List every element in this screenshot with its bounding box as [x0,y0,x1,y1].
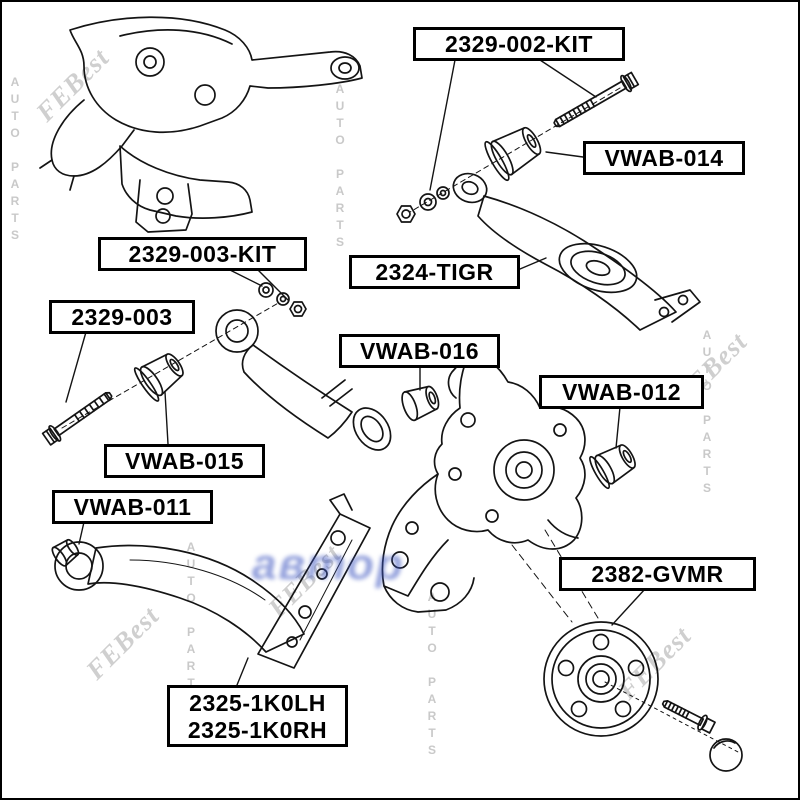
bushing-vwab-012-drawing [589,444,636,490]
part-label-vwab-015: VWAB-015 [104,444,265,478]
bolt-2329-003-drawing [41,391,113,446]
arm-bolt-drawing [553,71,640,128]
hub-cap-drawing [709,738,743,772]
hub-2382-gvmr-drawing [543,621,659,737]
part-label-2329-003-kit: 2329-003-KIT [98,237,307,271]
auto-parts-watermark: AUTO PARTS [333,82,347,252]
auto-parts-watermark: AUTO PARTS [425,590,439,760]
part-label-vwab-014: VWAB-014 [583,141,745,175]
bushing-vwab-015-drawing [133,353,184,402]
part-label-vwab-011: VWAB-011 [52,490,213,524]
leader-lines [65,59,646,686]
bushing-vwab-014-drawing [484,126,542,182]
blue-watermark: автор [252,540,405,589]
part-label-2325-1k0rh: 2325-1K0RH [187,717,328,743]
auto-parts-watermark: AUTO PARTS [8,75,22,245]
part-label-vwab-012: VWAB-012 [539,375,704,409]
washer-nut-003-drawing [258,282,307,317]
part-label-2324-tigr: 2324-TIGR [349,255,520,289]
part-label-2329-002-kit: 2329-002-KIT [413,27,625,61]
auto-parts-watermark: AUTO PARTS [184,540,198,710]
part-label-2325-1k0lh: 2325-1K0LH [189,690,326,716]
part-label-2382-gvmr: 2382-GVMR [559,557,756,591]
trailing-arm-drawing [87,493,371,669]
auto-parts-watermark: AUTO PARTS [700,328,714,498]
rear-subframe-drawing [39,16,363,233]
upper-arm-drawing [215,309,392,451]
bushing-vwab-011-drawing [51,538,104,591]
hub-bolt-drawing [661,700,716,734]
lower-arm-2324-tigr-drawing [452,172,701,331]
part-label-2325-1k0: 2325-1K0LH 2325-1K0RH [167,685,348,747]
washer-nut-002-drawing [396,186,450,223]
bushing-vwab-016-drawing [401,385,440,422]
part-label-2329-003: 2329-003 [49,300,195,334]
part-label-vwab-016: VWAB-016 [339,334,500,368]
